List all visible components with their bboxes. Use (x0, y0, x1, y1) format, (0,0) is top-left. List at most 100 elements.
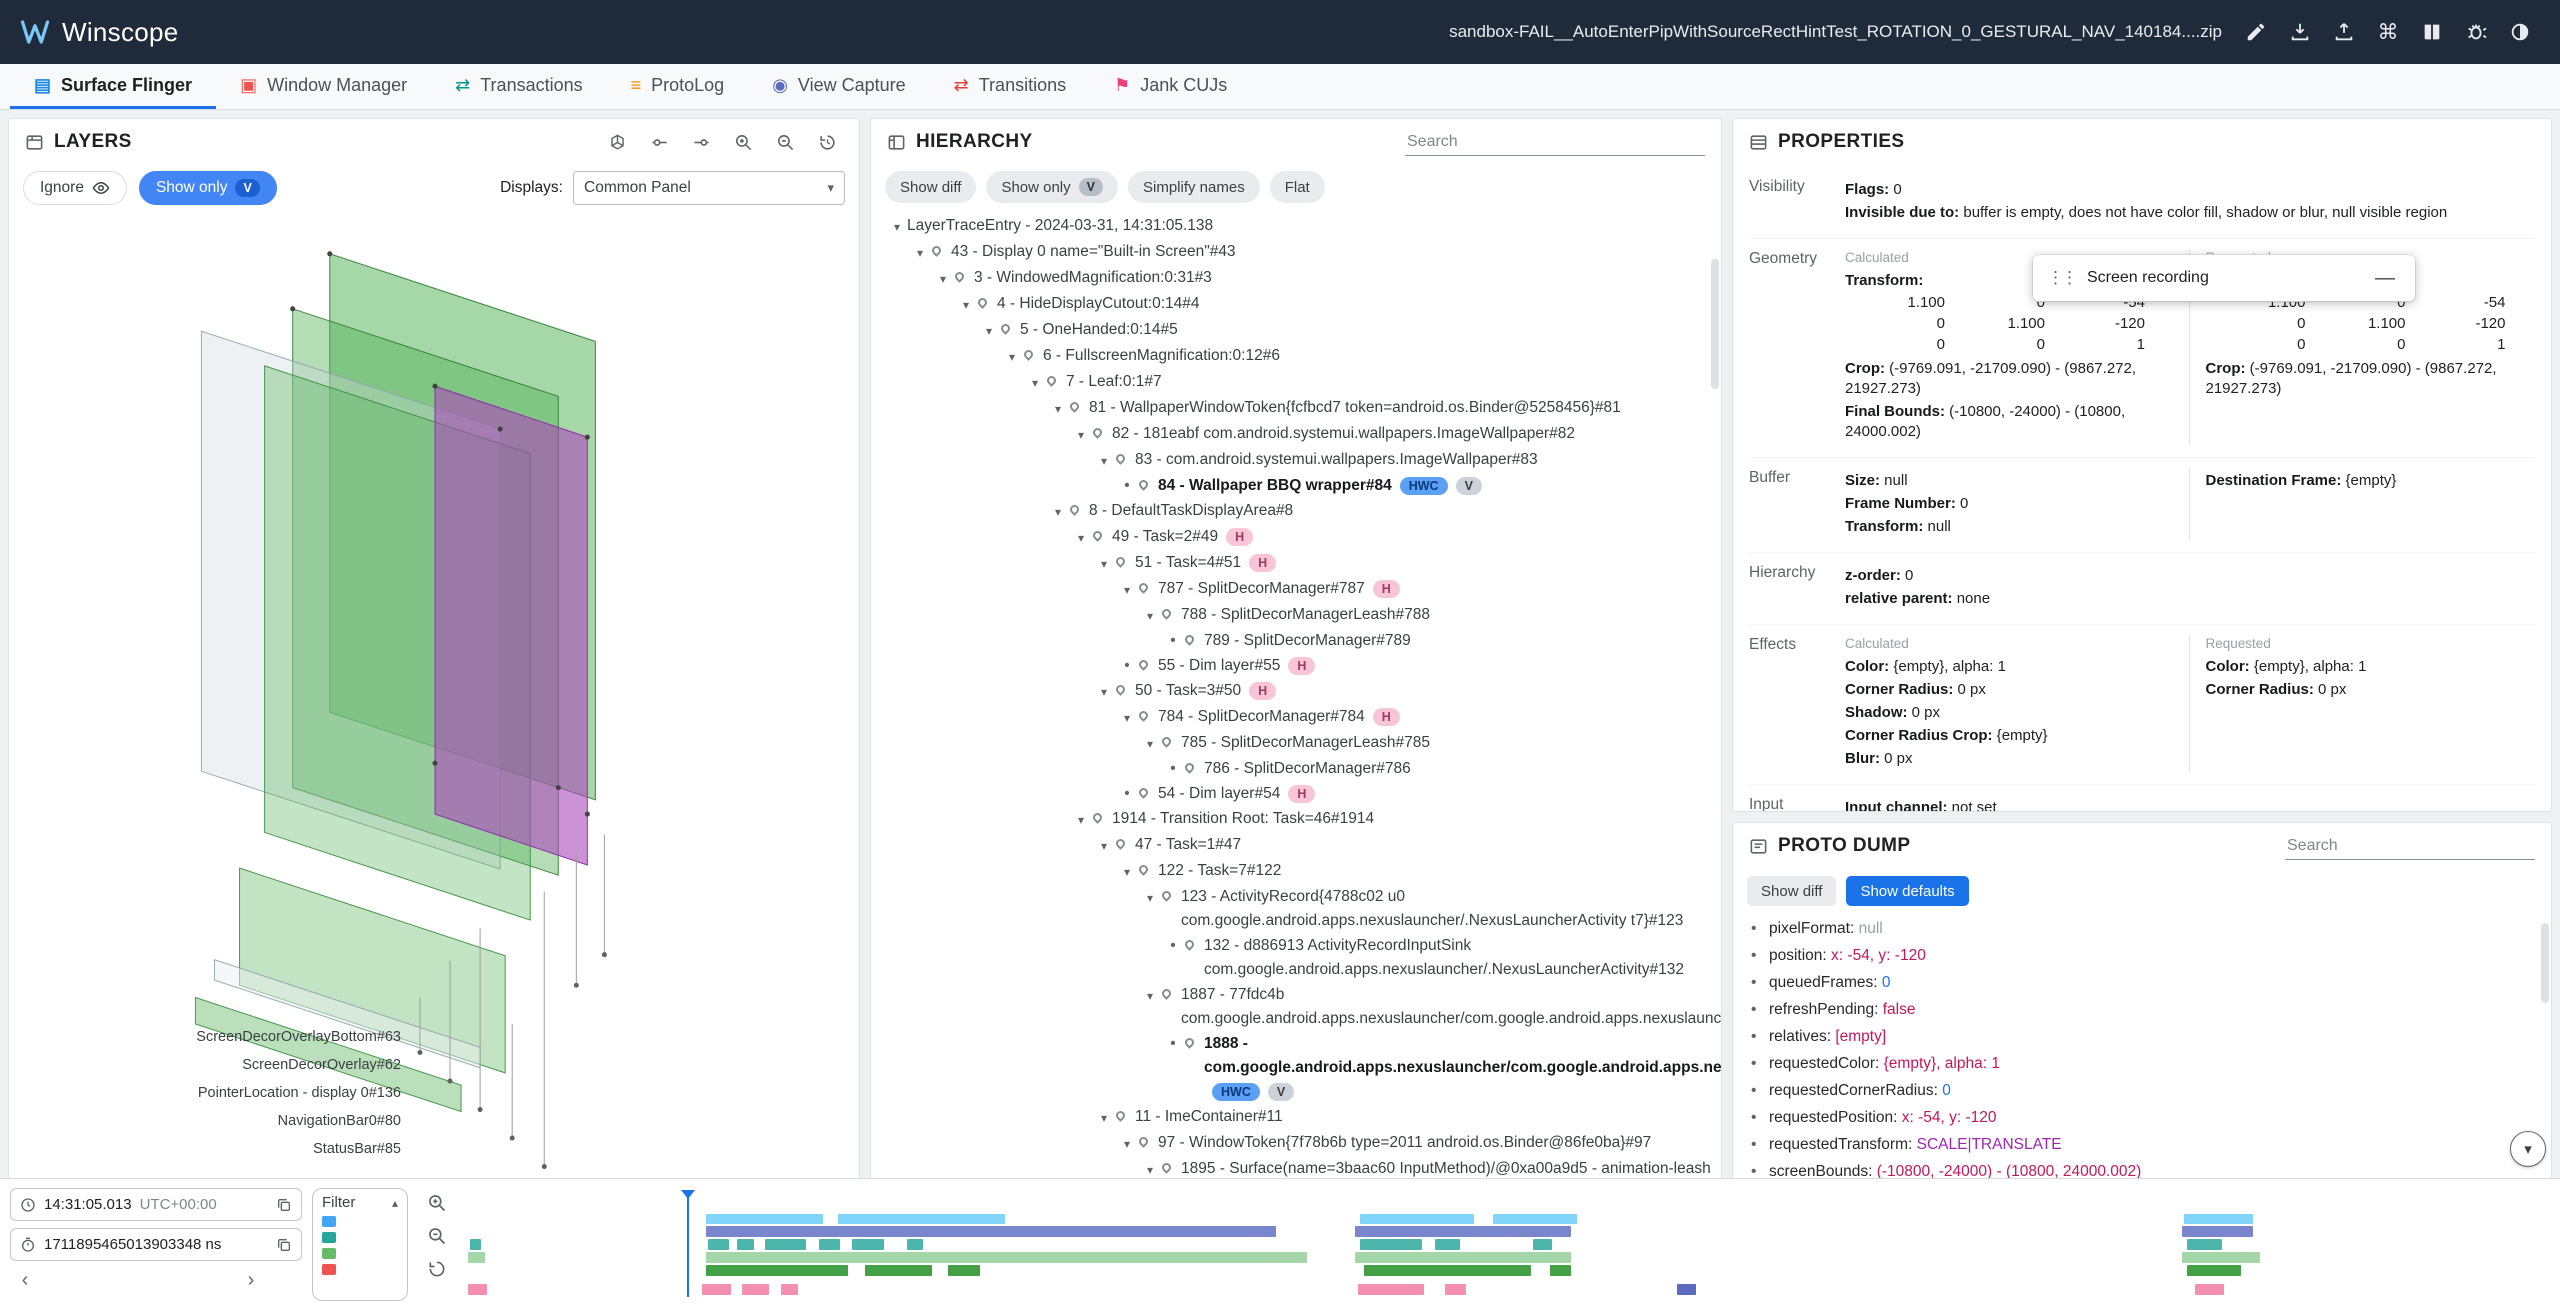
hierarchy-node[interactable]: ▾122 - Task=7#122 (877, 859, 1715, 884)
expand-arrow-icon[interactable]: ▾ (1123, 865, 1131, 879)
collapse-timeline-button[interactable]: ▾ (2510, 1131, 2546, 1167)
proto-scrollbar[interactable] (2541, 923, 2549, 1003)
hierarchy-node[interactable]: ▾81 - WallpaperWindowToken{fcfbcd7 token… (877, 396, 1715, 421)
simplify-names-button[interactable]: Simplify names (1128, 171, 1260, 203)
next-entry-button[interactable]: › (247, 1268, 255, 1291)
ignore-button[interactable]: Ignore (23, 171, 127, 205)
pin-icon[interactable] (1160, 607, 1173, 620)
timeline-canvas[interactable] (466, 1188, 2554, 1301)
pin-icon[interactable] (1160, 889, 1173, 902)
expand-arrow-icon[interactable]: ▾ (1100, 454, 1108, 468)
previous-entry-button[interactable]: ‹ (21, 1268, 29, 1291)
timeline-filter[interactable]: Filter ▴ (312, 1188, 408, 1301)
tab-surface-flinger[interactable]: ▤Surface Flinger (10, 64, 217, 109)
expand-arrow-icon[interactable]: ▾ (1077, 813, 1085, 827)
documentation-icon[interactable] (2412, 12, 2452, 52)
pin-icon[interactable] (953, 270, 966, 283)
proto-row[interactable]: •requestedPosition: x: -54, y: -120 (1747, 1104, 2541, 1131)
layer-sheet[interactable] (239, 867, 506, 1074)
proto-row[interactable]: •requestedTransform: SCALE|TRANSLATE (1747, 1131, 2541, 1158)
hierarchy-search-input[interactable] (1405, 128, 1705, 156)
pin-icon[interactable] (1183, 761, 1196, 774)
hierarchy-node[interactable]: ▾4 - HideDisplayCutout:0:14#4 (877, 292, 1715, 317)
tab-view-capture[interactable]: ◉View Capture (772, 74, 906, 95)
expand-arrow-icon[interactable]: ▾ (1100, 557, 1108, 571)
proto-row[interactable]: •refreshPending: false (1747, 996, 2541, 1023)
hierarchy-node[interactable]: ▾8 - DefaultTaskDisplayArea#8 (877, 499, 1715, 524)
hierarchy-node[interactable]: •789 - SplitDecorManager#789 (877, 629, 1715, 653)
pin-icon[interactable] (1137, 581, 1150, 594)
download-icon[interactable] (2280, 12, 2320, 52)
expand-arrow-icon[interactable]: ▾ (1100, 685, 1108, 699)
layer-sheet[interactable] (434, 385, 588, 866)
layer-label[interactable]: ScreenDecorOverlayBottom#63 (196, 1029, 401, 1045)
expand-arrow-icon[interactable]: ▾ (1123, 583, 1131, 597)
pin-icon[interactable] (1114, 452, 1127, 465)
expand-arrow-icon[interactable]: ▾ (939, 272, 947, 286)
proto-row[interactable]: •relatives: [empty] (1747, 1023, 2541, 1050)
timeline-cursor-handle[interactable] (681, 1190, 696, 1206)
hierarchy-scrollbar[interactable] (1711, 259, 1719, 389)
pin-icon[interactable] (1137, 709, 1150, 722)
timeline-zoom-in-button[interactable] (424, 1190, 450, 1216)
layer-label[interactable]: ScreenDecorOverlay#62 (242, 1057, 401, 1073)
drag-handle-icon[interactable]: ⋮⋮ (2047, 268, 2078, 287)
proto-show-diff-button[interactable]: Show diff (1747, 876, 1837, 906)
hierarchy-node[interactable]: ▾LayerTraceEntry - 2024-03-31, 14:31:05.… (877, 214, 1715, 239)
expand-arrow-icon[interactable]: ▾ (893, 220, 901, 234)
hierarchy-node[interactable]: ▾1887 - 77fdc4b com.google.android.apps.… (877, 983, 1721, 1031)
pin-icon[interactable] (1160, 1161, 1173, 1174)
hierarchy-node[interactable]: ▾47 - Task=1#47 (877, 833, 1715, 858)
pin-icon[interactable] (1091, 529, 1104, 542)
timeline-cursor[interactable] (681, 1190, 696, 1297)
pin-icon[interactable] (1114, 683, 1127, 696)
expand-arrow-icon[interactable]: ▾ (1100, 1111, 1108, 1125)
reset-view-icon[interactable] (811, 126, 843, 158)
expand-arrow-icon[interactable]: ▾ (1008, 350, 1016, 364)
expand-arrow-icon[interactable]: ▾ (1123, 711, 1131, 725)
pin-icon[interactable] (1183, 938, 1196, 951)
hierarchy-node[interactable]: ▾785 - SplitDecorManagerLeash#785 (877, 731, 1715, 756)
pin-icon[interactable] (1183, 633, 1196, 646)
shortcuts-icon[interactable]: ⌘ (2377, 20, 2399, 44)
expand-arrow-icon[interactable]: ▾ (1054, 505, 1062, 519)
show-only-visible-button[interactable]: Show only V (138, 171, 277, 205)
human-timestamp-box[interactable]: 14:31:05.013 UTC+00:00 (10, 1188, 302, 1221)
hierarchy-node[interactable]: ▾97 - WindowToken{7f78b6b type=2011 andr… (877, 1131, 1715, 1156)
ns-timestamp-box[interactable]: 1711895465013903348 ns (10, 1228, 302, 1261)
tab-transitions[interactable]: ⇄Transitions (953, 74, 1067, 95)
dark-mode-icon[interactable] (2500, 12, 2540, 52)
show-diff-button[interactable]: Show diff (885, 171, 977, 203)
displays-select[interactable]: Common Panel ▾ (573, 171, 845, 205)
timeline-zoom-reset-button[interactable] (424, 1256, 450, 1282)
layer-label[interactable]: NavigationBar0#80 (277, 1113, 401, 1129)
tab-transactions[interactable]: ⇄Transactions (455, 74, 583, 95)
pin-icon[interactable] (1022, 348, 1035, 361)
pin-icon[interactable] (1091, 426, 1104, 439)
proto-row[interactable]: •queuedFrames: 0 (1747, 969, 2541, 996)
hierarchy-node[interactable]: ▾6 - FullscreenMagnification:0:12#6 (877, 344, 1715, 369)
screen-recording-trace-icon[interactable] (322, 1216, 336, 1227)
pin-icon[interactable] (1137, 786, 1150, 799)
layer-label[interactable]: PointerLocation - display 0#136 (197, 1085, 401, 1101)
show-only-visible-button[interactable]: Show only V (986, 171, 1118, 203)
expand-arrow-icon[interactable]: ▾ (1100, 839, 1108, 853)
pin-icon[interactable] (1137, 478, 1150, 491)
tab-protolog[interactable]: ≡ProtoLog (630, 74, 725, 95)
hierarchy-node[interactable]: ▾123 - ActivityRecord{4788c02 u0 com.goo… (877, 885, 1715, 933)
rotation-slider-icon[interactable] (643, 126, 675, 158)
proto-row[interactable]: •position: x: -54, y: -120 (1747, 942, 2541, 969)
report-bug-icon[interactable] (2456, 12, 2496, 52)
expand-arrow-icon[interactable]: ▾ (1077, 531, 1085, 545)
proto-show-defaults-button[interactable]: Show defaults (1846, 876, 1969, 906)
layer-label[interactable]: StatusBar#85 (313, 1141, 401, 1157)
expand-arrow-icon[interactable]: ▾ (1031, 376, 1039, 390)
hierarchy-node[interactable]: •786 - SplitDecorManager#786 (877, 757, 1715, 781)
